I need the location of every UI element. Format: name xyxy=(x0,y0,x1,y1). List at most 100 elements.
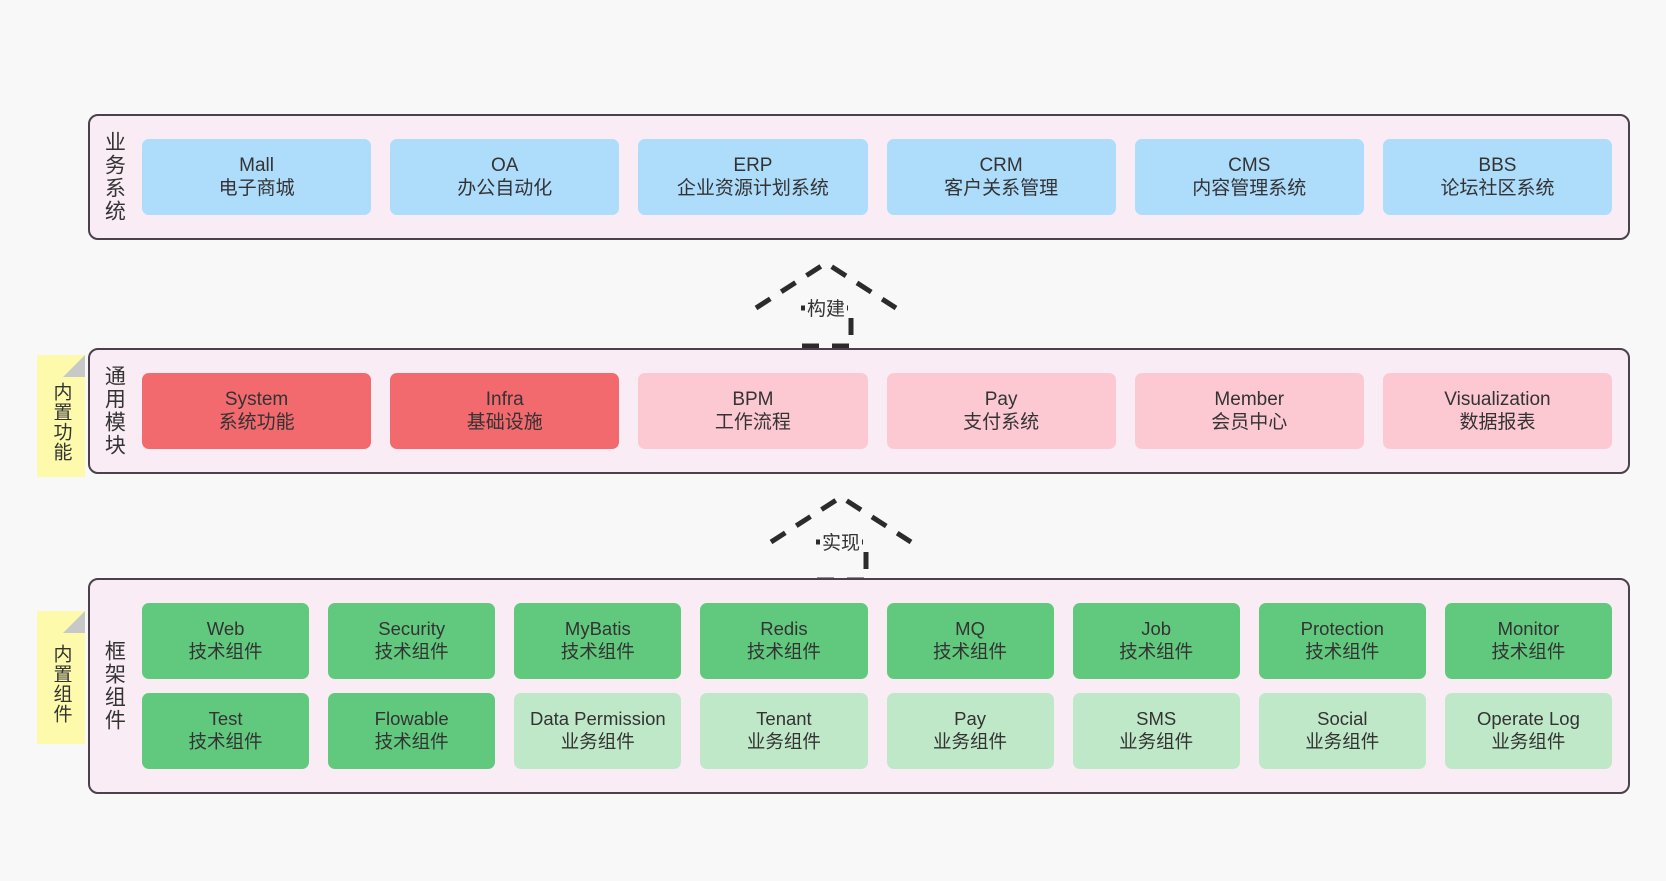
card-test[interactable]: Test 技术组件 xyxy=(142,693,310,769)
card-oa[interactable]: OA 办公自动化 xyxy=(390,139,620,215)
card-web[interactable]: Web 技术组件 xyxy=(142,603,310,679)
card-security[interactable]: Security 技术组件 xyxy=(328,603,496,679)
card-flowable-subtitle: 技术组件 xyxy=(374,731,449,752)
card-infra[interactable]: Infra 基础设施 xyxy=(390,373,620,449)
connector-implement-label: 实现 xyxy=(819,528,863,555)
card-bpm-title: BPM xyxy=(732,388,774,410)
card-test-subtitle: 技术组件 xyxy=(188,731,263,752)
layer-body-modules: System 系统功能 Infra 基础设施 BPM 工作流程 Pay 支付系统… xyxy=(136,350,1628,472)
card-protection[interactable]: Protection 技术组件 xyxy=(1258,603,1426,679)
card-protection-title: Protection xyxy=(1300,618,1384,640)
card-social-subtitle: 业务组件 xyxy=(1305,731,1380,752)
card-visualization[interactable]: Visualization 数据报表 xyxy=(1382,373,1613,449)
generalization-arrow-icon xyxy=(769,494,913,583)
card-pay-component[interactable]: Pay 业务组件 xyxy=(886,693,1054,769)
sticky-note-builtin-features: 内置功能 xyxy=(37,355,85,477)
layer-title-modules: 通用模块 xyxy=(102,365,126,457)
connector-build: 构建 xyxy=(751,258,901,349)
card-mall[interactable]: Mall 电子商城 xyxy=(142,139,372,215)
card-mq-subtitle: 技术组件 xyxy=(933,641,1008,662)
card-member-title: Member xyxy=(1214,388,1285,410)
card-cms-title: CMS xyxy=(1228,154,1271,176)
card-security-subtitle: 技术组件 xyxy=(374,641,449,662)
card-redis[interactable]: Redis 技术组件 xyxy=(700,603,868,679)
connector-implement: 实现 xyxy=(766,492,916,583)
card-operate-log[interactable]: Operate Log 业务组件 xyxy=(1444,693,1612,769)
card-job-subtitle: 技术组件 xyxy=(1119,641,1194,662)
card-system[interactable]: System 系统功能 xyxy=(142,373,372,449)
card-web-title: Web xyxy=(206,618,245,640)
card-crm-title: CRM xyxy=(979,154,1023,176)
card-tenant-subtitle: 业务组件 xyxy=(746,731,821,752)
row-business-systems: Mall 电子商城 OA 办公自动化 ERP 企业资源计划系统 CRM 客户关系… xyxy=(142,139,1613,215)
card-social[interactable]: Social 业务组件 xyxy=(1258,693,1426,769)
card-data-permission[interactable]: Data Permission 业务组件 xyxy=(514,693,682,769)
card-web-subtitle: 技术组件 xyxy=(188,641,263,662)
card-mq-title: MQ xyxy=(955,618,985,640)
card-data-permission-subtitle: 业务组件 xyxy=(560,731,635,752)
card-erp-title: ERP xyxy=(733,154,773,176)
card-sms[interactable]: SMS 业务组件 xyxy=(1072,693,1240,769)
card-data-permission-title: Data Permission xyxy=(529,708,666,730)
card-bbs-subtitle: 论坛社区系统 xyxy=(1440,178,1555,199)
card-crm[interactable]: CRM 客户关系管理 xyxy=(886,139,1116,215)
card-pay-module-subtitle: 支付系统 xyxy=(963,412,1040,433)
card-mq[interactable]: MQ 技术组件 xyxy=(886,603,1054,679)
card-pay-component-subtitle: 业务组件 xyxy=(933,731,1008,752)
sticky-note-builtin-features-label: 内置功能 xyxy=(50,382,72,462)
card-bpm-subtitle: 工作流程 xyxy=(714,412,791,433)
card-member[interactable]: Member 会员中心 xyxy=(1134,373,1364,449)
card-bpm[interactable]: BPM 工作流程 xyxy=(638,373,868,449)
card-visualization-subtitle: 数据报表 xyxy=(1459,412,1536,433)
card-cms[interactable]: CMS 内容管理系统 xyxy=(1134,139,1364,215)
card-crm-subtitle: 客户关系管理 xyxy=(944,178,1059,199)
card-monitor-subtitle: 技术组件 xyxy=(1491,641,1566,662)
sticky-note-builtin-components: 内置组件 xyxy=(37,611,85,744)
card-erp[interactable]: ERP 企业资源计划系统 xyxy=(638,139,868,215)
card-mybatis-title: MyBatis xyxy=(564,618,631,640)
layer-general-modules: 通用模块 System 系统功能 Infra 基础设施 BPM 工作流程 Pay… xyxy=(88,348,1630,474)
layer-body-framework: Web 技术组件 Security 技术组件 MyBatis 技术组件 Redi… xyxy=(136,580,1628,792)
generalization-arrow-icon xyxy=(754,260,898,349)
sticky-note-builtin-components-label: 内置组件 xyxy=(50,643,72,724)
card-protection-subtitle: 技术组件 xyxy=(1305,641,1380,662)
card-tenant[interactable]: Tenant 业务组件 xyxy=(700,693,868,769)
card-job[interactable]: Job 技术组件 xyxy=(1072,603,1240,679)
card-bbs[interactable]: BBS 论坛社区系统 xyxy=(1382,139,1613,215)
card-monitor[interactable]: Monitor 技术组件 xyxy=(1444,603,1612,679)
card-mybatis-subtitle: 技术组件 xyxy=(560,641,635,662)
row-general-modules: System 系统功能 Infra 基础设施 BPM 工作流程 Pay 支付系统… xyxy=(142,373,1613,449)
card-member-subtitle: 会员中心 xyxy=(1211,412,1288,433)
card-bbs-title: BBS xyxy=(1478,154,1517,176)
card-infra-title: Infra xyxy=(485,388,524,410)
card-operate-log-subtitle: 业务组件 xyxy=(1491,731,1566,752)
layer-title-business: 业务系统 xyxy=(102,131,126,223)
card-mall-title: Mall xyxy=(239,154,274,176)
connector-build-label: 构建 xyxy=(804,294,848,321)
card-mybatis[interactable]: MyBatis 技术组件 xyxy=(514,603,682,679)
card-sms-subtitle: 业务组件 xyxy=(1119,731,1194,752)
card-pay-module-title: Pay xyxy=(984,388,1018,410)
card-infra-subtitle: 基础设施 xyxy=(466,412,543,433)
card-flowable-title: Flowable xyxy=(374,708,449,730)
card-redis-title: Redis xyxy=(760,618,808,640)
card-job-title: Job xyxy=(1141,618,1172,640)
card-tenant-title: Tenant xyxy=(756,708,812,730)
card-test-title: Test xyxy=(208,708,243,730)
card-redis-subtitle: 技术组件 xyxy=(746,641,821,662)
layer-body-business: Mall 电子商城 OA 办公自动化 ERP 企业资源计划系统 CRM 客户关系… xyxy=(136,116,1628,238)
card-oa-subtitle: 办公自动化 xyxy=(457,178,553,199)
card-sms-title: SMS xyxy=(1136,708,1177,730)
card-monitor-title: Monitor xyxy=(1497,618,1560,640)
card-flowable[interactable]: Flowable 技术组件 xyxy=(328,693,496,769)
layer-framework-components: 框架组件 Web 技术组件 Security 技术组件 MyBatis 技术组件… xyxy=(88,578,1630,794)
card-security-title: Security xyxy=(378,618,446,640)
layer-business-systems: 业务系统 Mall 电子商城 OA 办公自动化 ERP 企业资源计划系统 CRM… xyxy=(88,114,1630,240)
card-pay-module[interactable]: Pay 支付系统 xyxy=(886,373,1116,449)
card-erp-subtitle: 企业资源计划系统 xyxy=(676,178,829,199)
card-visualization-title: Visualization xyxy=(1444,388,1551,410)
card-pay-component-title: Pay xyxy=(954,708,986,730)
card-social-title: Social xyxy=(1317,708,1368,730)
card-mall-subtitle: 电子商城 xyxy=(218,178,295,199)
card-system-subtitle: 系统功能 xyxy=(218,412,295,433)
